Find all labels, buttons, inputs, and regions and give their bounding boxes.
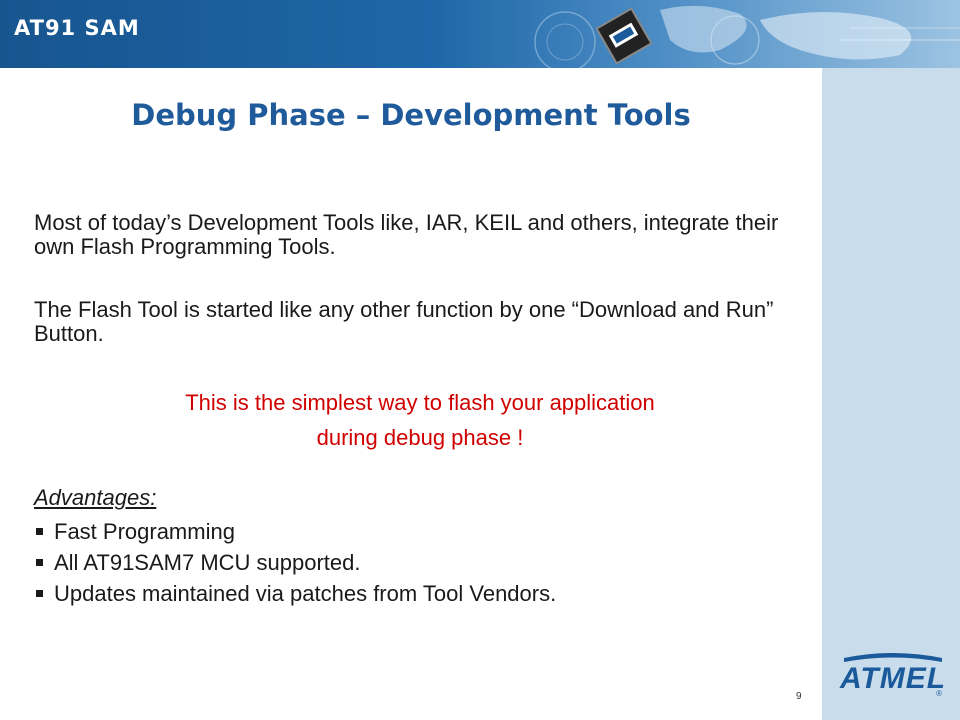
brand-name: AT91 SAM (14, 16, 140, 40)
list-item: Fast Programming (34, 516, 556, 547)
list-item-text: Fast Programming (54, 519, 235, 544)
header-world-graphic (0, 0, 960, 68)
list-item-text: Updates maintained via patches from Tool… (54, 581, 557, 606)
chip-icon (595, 7, 653, 65)
list-item: All AT91SAM7 MCU supported. (34, 547, 556, 578)
page-number: 9 (796, 691, 802, 702)
square-bullet-icon (36, 528, 43, 535)
sidebar-panel (822, 68, 960, 720)
list-item: Updates maintained via patches from Tool… (34, 578, 556, 609)
advantages-list: Fast Programming All AT91SAM7 MCU suppor… (34, 516, 556, 609)
paragraph-tools: Most of today’s Development Tools like, … (34, 210, 779, 259)
registered-mark: ® (936, 689, 942, 698)
square-bullet-icon (36, 559, 43, 566)
list-item-text: All AT91SAM7 MCU supported. (54, 550, 361, 575)
advantages-heading: Advantages: (34, 485, 157, 510)
paragraph-flash-tool: The Flash Tool is started like any other… (34, 297, 774, 346)
square-bullet-icon (36, 590, 43, 597)
highlight-line-2: during debug phase ! (316, 425, 524, 450)
atmel-logo: ATMEL ® (839, 653, 946, 698)
slide-title: Debug Phase – Development Tools (131, 98, 691, 132)
atmel-logo-text: ATMEL (839, 662, 946, 695)
highlight-line-1: This is the simplest way to flash your a… (185, 390, 655, 415)
header-banner: AT91 SAM (0, 0, 960, 68)
